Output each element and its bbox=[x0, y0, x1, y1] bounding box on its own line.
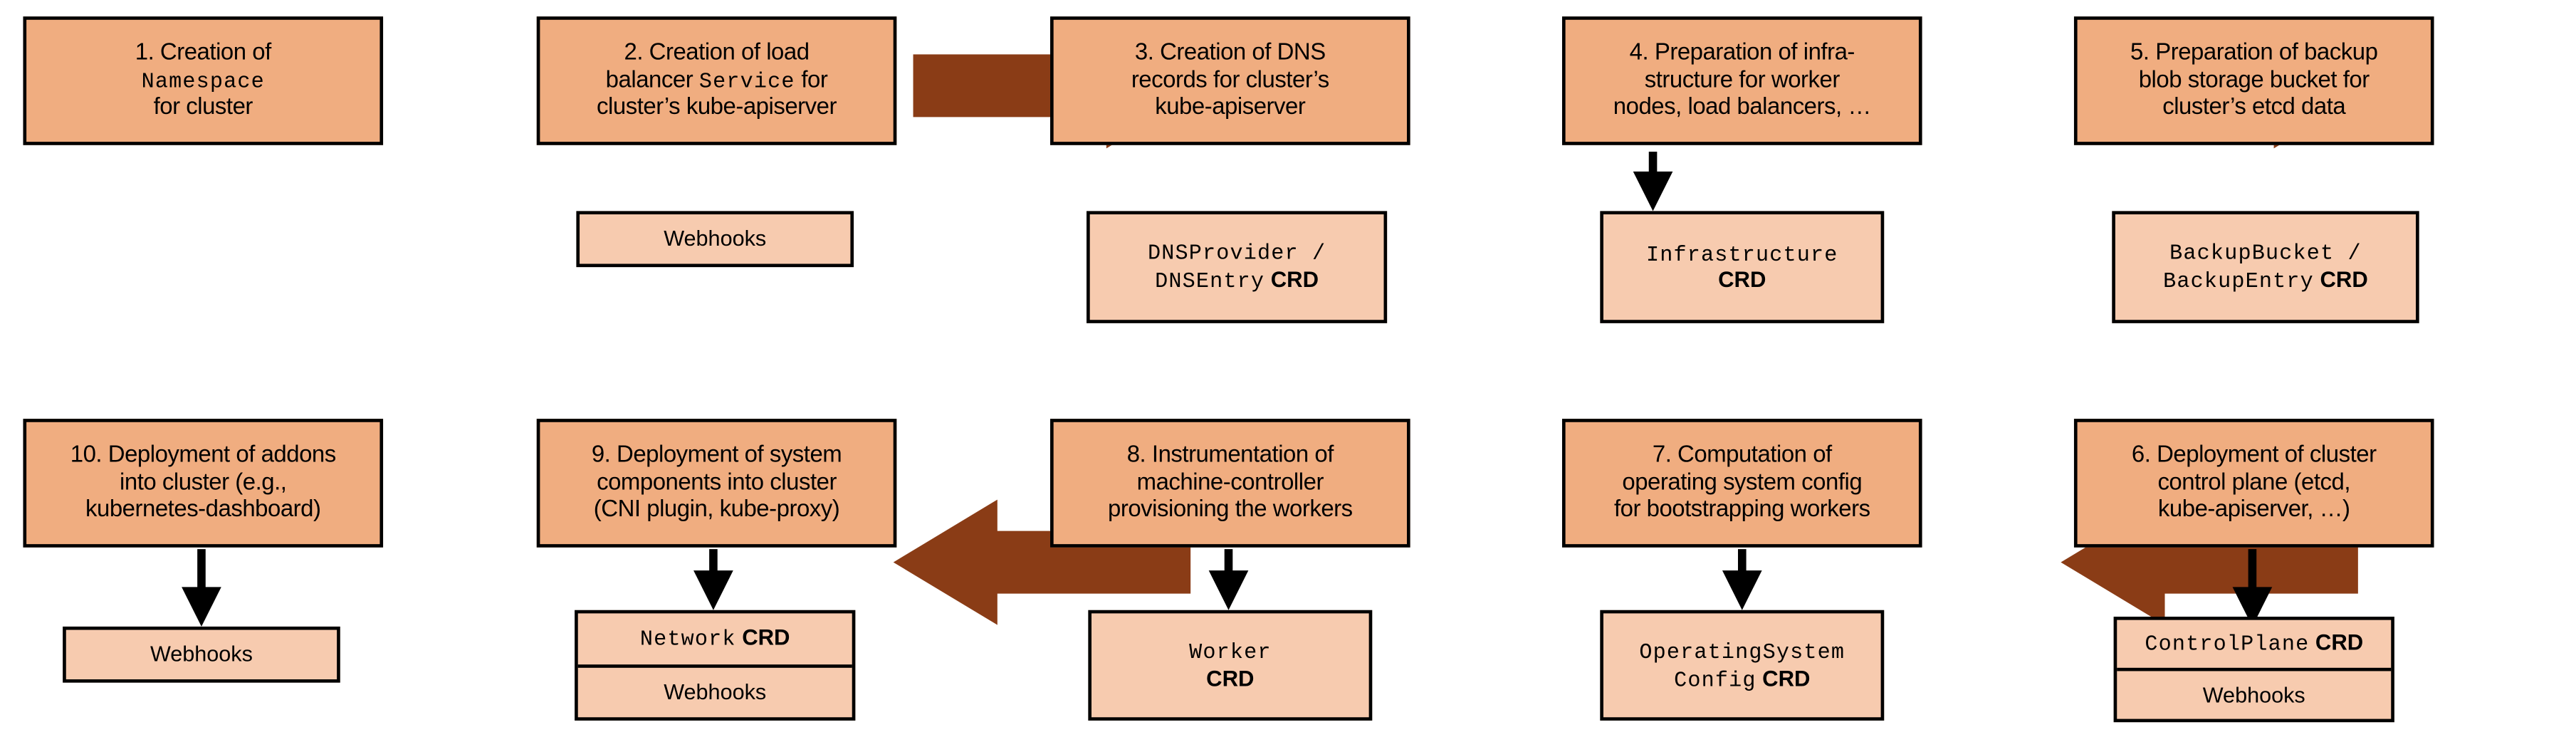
resource-box-controlplane-crd[interactable]: ControlPlane CRD Webhooks bbox=[2113, 617, 2394, 723]
arrow-step8-to-worker-crd bbox=[1208, 549, 1249, 610]
backup-crd-label: BackupBucket /BackupEntry CRD bbox=[2163, 241, 2368, 294]
resource-cell-controlplane: ControlPlane CRD bbox=[2117, 620, 2391, 669]
resource-box-webhooks-2[interactable]: Webhooks bbox=[576, 211, 854, 268]
arrow-step6-to-controlplane-crd bbox=[2232, 549, 2273, 627]
resource-box-webhooks-10[interactable]: Webhooks bbox=[63, 626, 340, 683]
dns-crd-label: DNSProvider /DNSEntry CRD bbox=[1147, 241, 1326, 294]
resource-cell: DNSProvider /DNSEntry CRD bbox=[1090, 214, 1384, 320]
network-crd-label: Network CRD bbox=[639, 625, 790, 652]
step-4-label: 4. Preparation of infra-structure for wo… bbox=[1613, 39, 1871, 121]
resource-box-backup-crd[interactable]: BackupBucket /BackupEntry CRD bbox=[2112, 211, 2419, 323]
resource-cell: Webhooks bbox=[66, 630, 337, 679]
resource-cell-webhooks: Webhooks bbox=[2117, 668, 2392, 719]
resource-cell-network: Network CRD bbox=[578, 613, 852, 664]
arrow-step9-to-network-crd bbox=[693, 549, 733, 610]
controlplane-crd-label: ControlPlane CRD bbox=[2145, 630, 2364, 657]
resource-box-network-crd[interactable]: Network CRD Webhooks bbox=[575, 610, 856, 721]
webhooks-label: Webhooks bbox=[664, 679, 767, 704]
webhooks-label: Webhooks bbox=[664, 226, 767, 251]
resource-cell-webhooks: Webhooks bbox=[577, 664, 852, 717]
resource-box-dns-crd[interactable]: DNSProvider /DNSEntry CRD bbox=[1087, 211, 1388, 323]
step-box-4[interactable]: 4. Preparation of infra-structure for wo… bbox=[1561, 16, 1922, 145]
arrow-step2-to-webhooks bbox=[1633, 152, 1673, 211]
webhooks-label: Webhooks bbox=[2202, 682, 2305, 707]
resource-cell: Webhooks bbox=[580, 214, 850, 263]
resource-cell: BackupBucket /BackupEntry CRD bbox=[2115, 214, 2416, 320]
arrow-step10-to-webhooks bbox=[182, 549, 221, 627]
arrow-step7-to-osc-crd bbox=[1722, 549, 1762, 610]
webhooks-label: Webhooks bbox=[150, 641, 253, 667]
